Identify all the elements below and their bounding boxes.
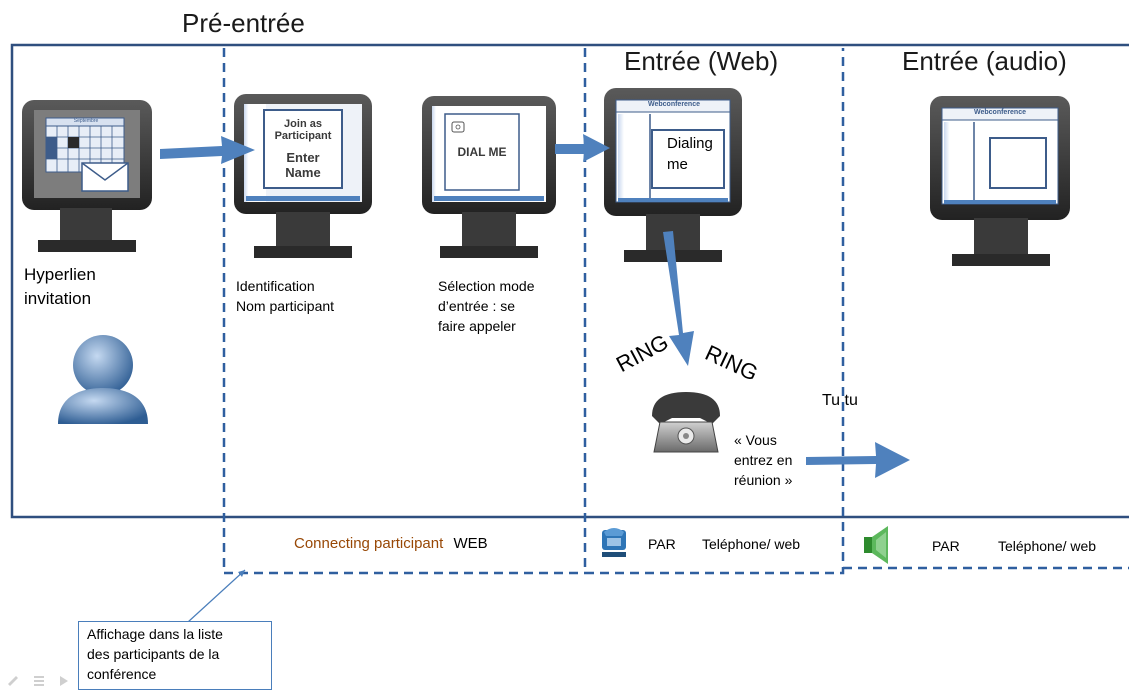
arrow-invitation-to-identification (160, 136, 255, 164)
arrow-reunion-to-audio (806, 442, 910, 478)
monitor-webconference-audio (930, 96, 1070, 266)
monitor-invitation (22, 100, 152, 252)
webconference-header-1: Webconference (648, 101, 700, 108)
monitor-webconference-dialing (604, 88, 742, 262)
arrow-dial-me-to-webconference (555, 134, 610, 162)
flow-arrows (160, 134, 910, 478)
dialing-me-text: Dialing me (667, 135, 713, 173)
telephone-icon (652, 392, 720, 453)
title-entree-audio: Entrée (audio) (902, 46, 1067, 76)
person-icon (58, 335, 148, 424)
webconference-header-2: Webconference (974, 109, 1026, 116)
arrow-webconference-to-ring (663, 231, 694, 366)
slide-toolbar-icon (8, 676, 68, 686)
title-entree-web: Entrée (Web) (624, 46, 779, 76)
join-as-participant-text: Join as Participant (274, 118, 332, 142)
monitor-identification (234, 94, 372, 258)
web-dashed-region (583, 48, 845, 575)
connecting-label: Connecting participant (294, 535, 444, 552)
tutu-label: Tu tu (822, 392, 858, 409)
telephone-web-label-web: Teléphone/ web (702, 536, 801, 552)
telephone-small-icon (602, 528, 626, 557)
participant-list-callout: Affichage dans la liste des participants… (78, 621, 272, 690)
speaker-icon (864, 526, 888, 564)
hyperlien-invitation-label: Hyperlien invitation (24, 265, 96, 308)
main-frame (10, 43, 1129, 519)
callout-pointer (187, 569, 246, 623)
enter-name-text: Enter Name (285, 150, 321, 180)
dial-me-text: DIAL ME (457, 145, 507, 159)
identification-label: Identification Nom participant (236, 278, 335, 314)
title-pre-entree: Pré-entrée (182, 8, 305, 38)
web-label: WEB (453, 535, 488, 552)
telephone-web-label-audio: Teléphone/ web (998, 538, 1097, 554)
selection-mode-label: Sélection mode d’entrée : se faire appel… (438, 278, 535, 334)
calendar-month-label: Septembre (73, 118, 99, 124)
par-label-web: PAR (648, 536, 676, 552)
pre-entree-dashed-region (222, 48, 585, 575)
monitor-dial-me (422, 96, 556, 258)
par-label-audio: PAR (932, 538, 960, 554)
vous-entrez-label: « Vous entrez en réunion » (734, 432, 793, 488)
connecting-participant-status: Connecting participant WEB (294, 535, 488, 552)
